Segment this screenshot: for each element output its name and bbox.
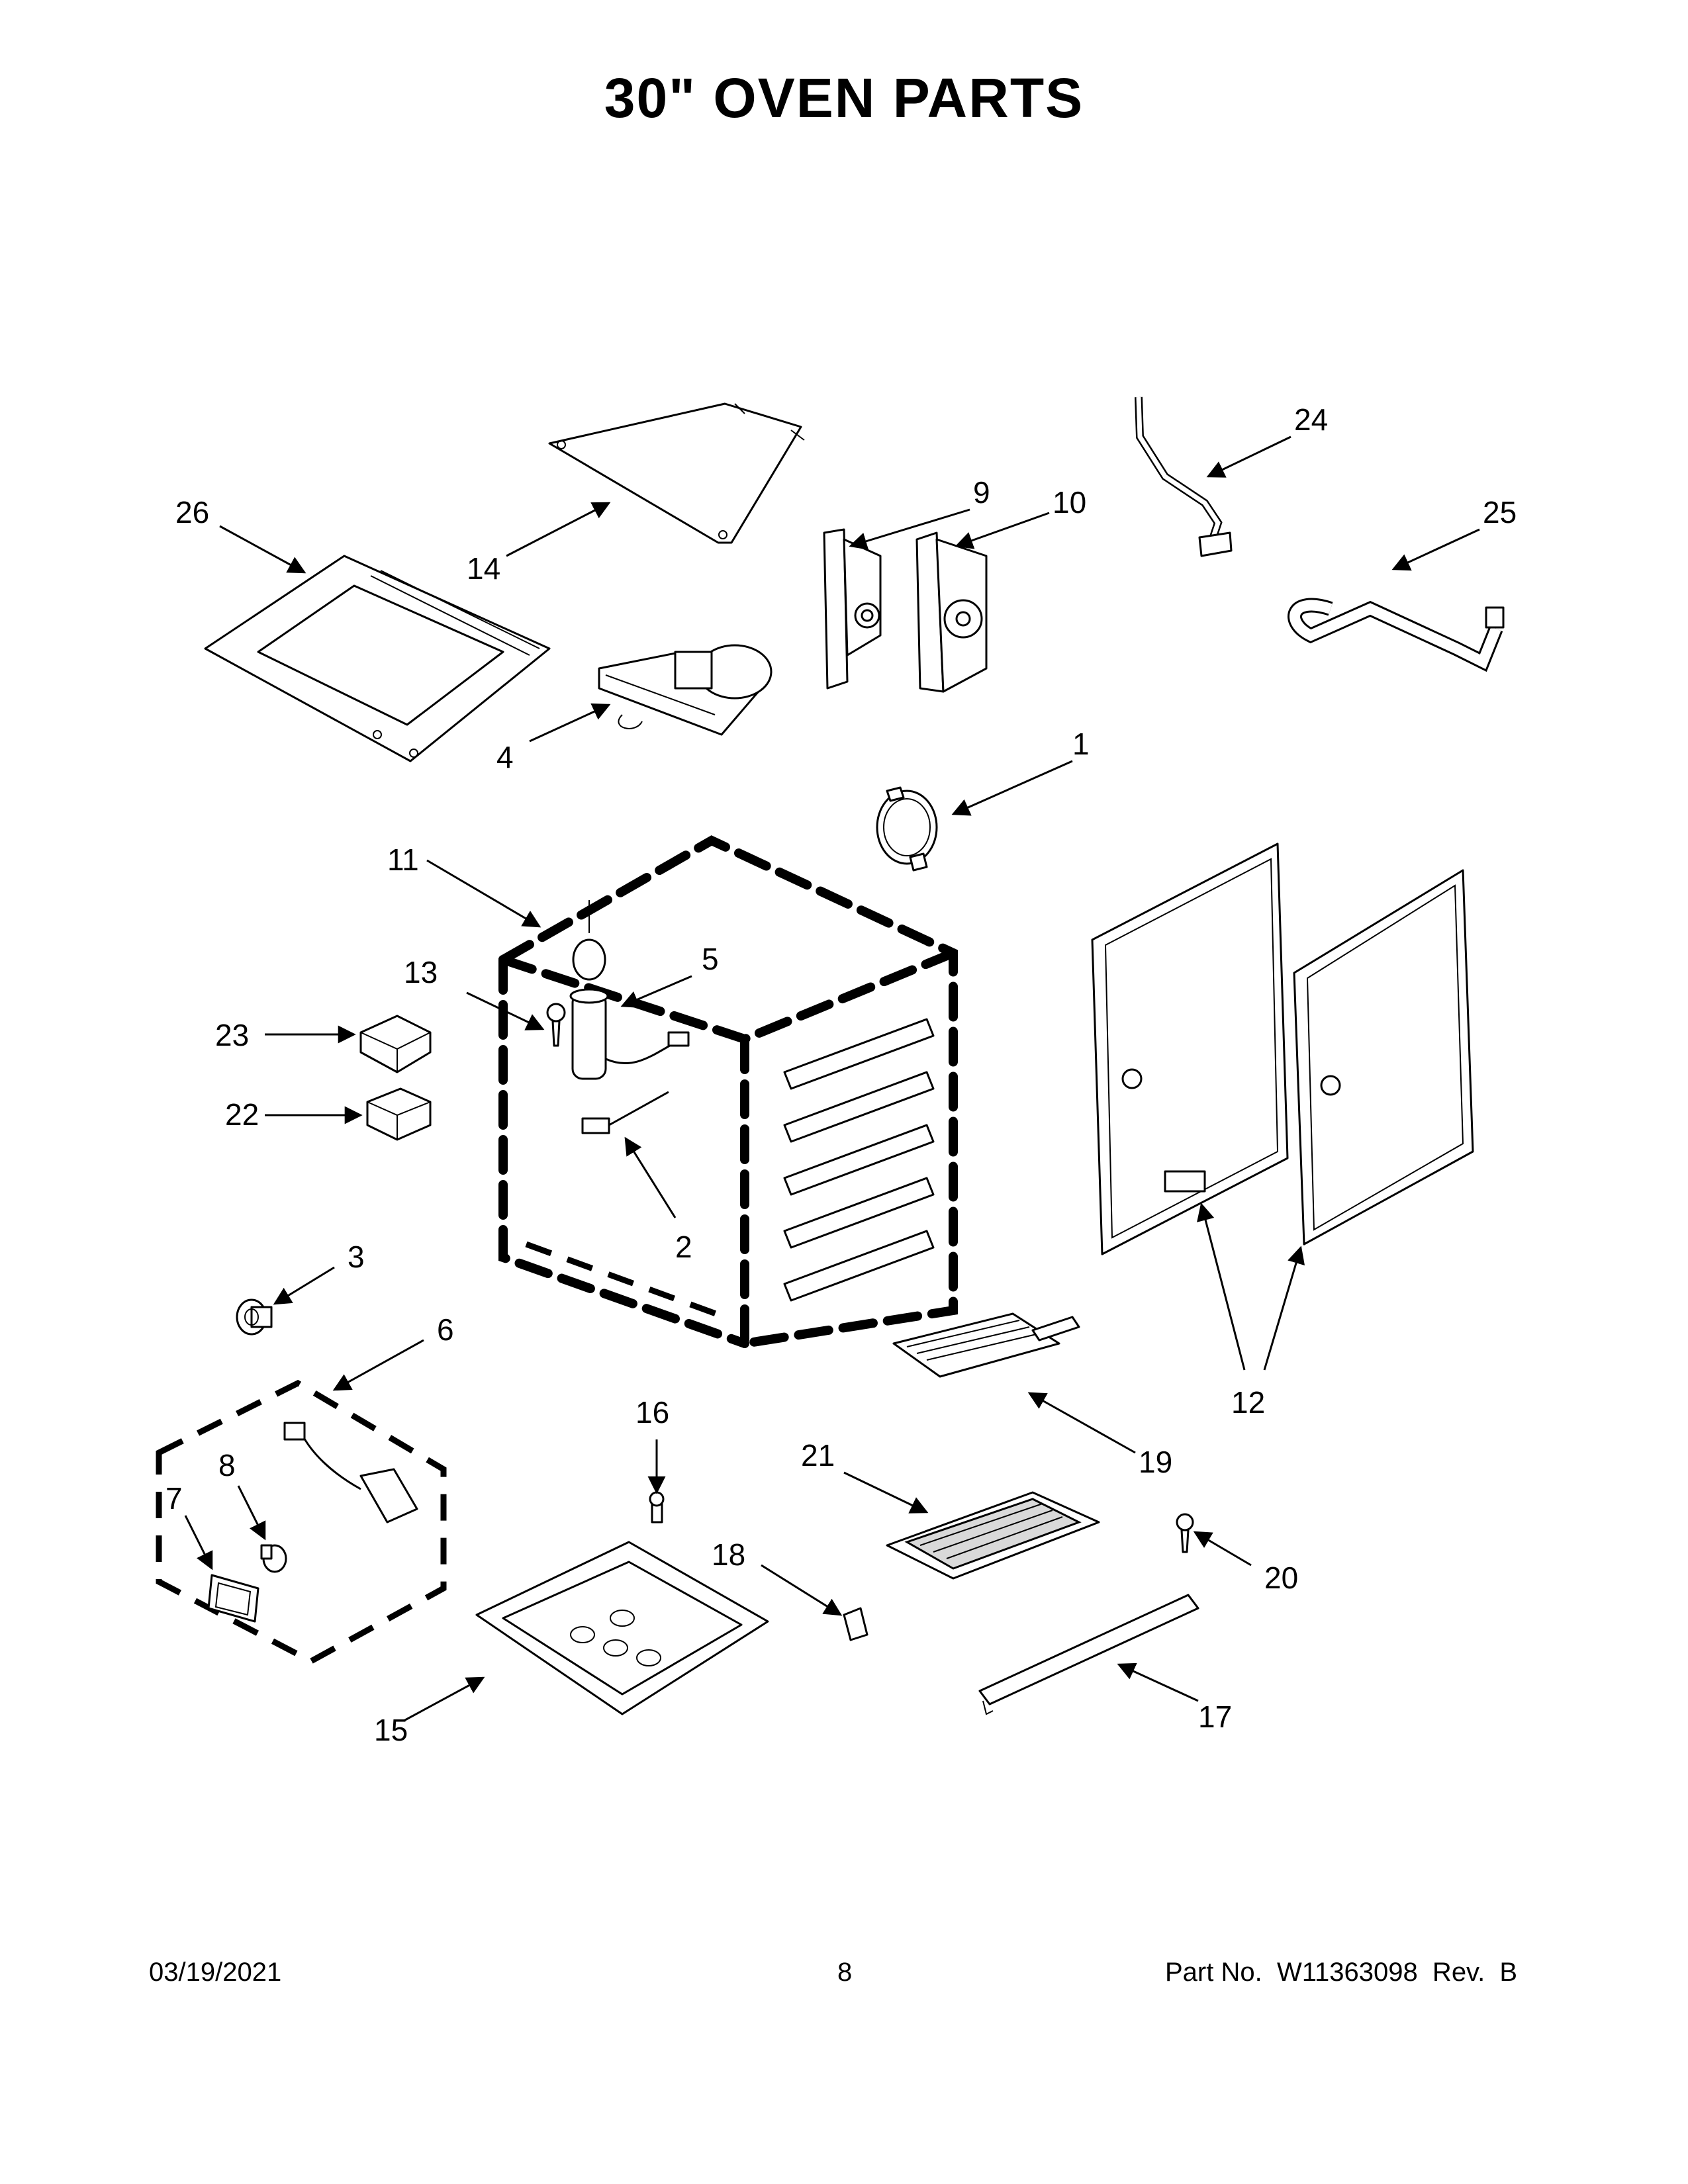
part-18-bracket	[843, 1607, 868, 1641]
callout-labels: 1 2 3 4 5 6 7 8 9 10 11 12 13 14 15 16 1…	[165, 402, 1517, 1747]
part-13-screw	[546, 1003, 566, 1047]
callout-11: 11	[387, 842, 419, 877]
part-8-bulb	[260, 1544, 287, 1573]
part-23-bracket	[359, 1015, 432, 1073]
part-26-top-frame	[204, 555, 551, 762]
callout-10: 10	[1053, 485, 1086, 520]
part-15-bottom-pan	[475, 1541, 769, 1715]
footer-part-number: Part No. W11363098 Rev. B	[1165, 1958, 1518, 1987]
part-5-igniter	[569, 988, 690, 1080]
footer-date: 03/19/2021	[149, 1958, 282, 1987]
callout-6: 6	[437, 1312, 454, 1347]
part-7-lens	[207, 1574, 259, 1623]
rack-supports	[783, 1018, 935, 1302]
part-24-gas-tube	[1135, 396, 1233, 557]
callout-9: 9	[973, 475, 990, 510]
part-12-side-panels	[1091, 842, 1474, 1255]
part-22-block	[366, 1087, 432, 1141]
page-title: 30" OVEN PARTS	[604, 67, 1084, 129]
part-1-gasket	[876, 786, 938, 872]
callout-7: 7	[165, 1481, 183, 1516]
callout-17: 17	[1198, 1700, 1232, 1734]
callout-25: 25	[1483, 495, 1517, 529]
part-9-hinge-bracket	[823, 528, 882, 690]
part-20-screw	[1176, 1513, 1194, 1553]
part-21-bake-element	[886, 1491, 1100, 1580]
part-6-light-assembly-group	[156, 1379, 447, 1665]
callout-21: 21	[801, 1438, 835, 1473]
callout-23: 23	[215, 1018, 249, 1052]
callout-16: 16	[635, 1395, 669, 1430]
callout-20: 20	[1264, 1561, 1298, 1595]
callout-2: 2	[675, 1230, 692, 1264]
callout-26: 26	[175, 495, 209, 529]
callout-3: 3	[348, 1240, 365, 1274]
callout-5: 5	[702, 942, 719, 976]
part-16-screw	[649, 1491, 665, 1524]
callout-14: 14	[467, 551, 500, 586]
callout-8: 8	[218, 1448, 236, 1482]
callout-4: 4	[496, 740, 514, 774]
part-14-shield	[548, 402, 805, 544]
callout-18: 18	[712, 1537, 745, 1572]
part-2-sensor	[581, 1091, 669, 1134]
part-10-hinge-bracket	[915, 531, 988, 693]
part-25-burner-tube	[1288, 598, 1505, 672]
callout-12: 12	[1231, 1385, 1265, 1420]
part-4-motor-bracket	[598, 644, 773, 736]
part-11-oven-cavity	[498, 835, 958, 1348]
callout-24: 24	[1294, 402, 1328, 437]
callout-22: 22	[225, 1097, 259, 1132]
callout-19: 19	[1139, 1445, 1172, 1479]
part-19-broil-element	[892, 1312, 1080, 1378]
part-17-rail	[978, 1594, 1199, 1715]
footer-page-number: 8	[837, 1958, 853, 1987]
callout-15: 15	[374, 1713, 408, 1747]
callout-1: 1	[1072, 727, 1090, 761]
callout-13: 13	[404, 955, 438, 989]
leader-lines	[184, 435, 1480, 1722]
part-3-bumper	[236, 1298, 273, 1336]
